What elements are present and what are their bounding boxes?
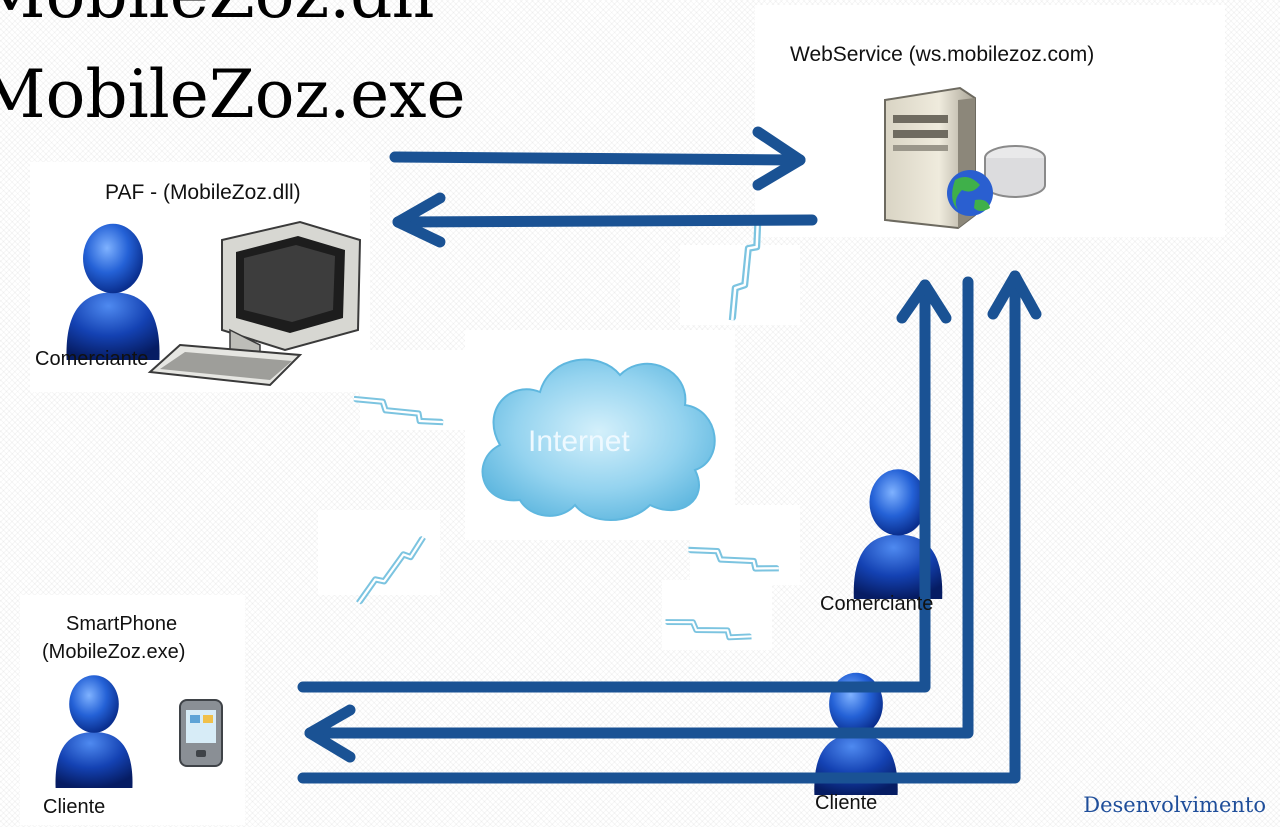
server-icon (884, 86, 1046, 230)
slide-title-line-2: MobileZoz.exe (0, 56, 466, 133)
arrow-paf-to-webservice-line (389, 151, 806, 166)
internet-label: Internet (528, 425, 630, 458)
arrow-webservice-to-paf-head (392, 192, 446, 248)
lightning-panel-2 (360, 350, 465, 430)
arrow-webservice-to-smartphone (304, 276, 974, 739)
arrow-webservice-to-smartphone-head (304, 704, 356, 763)
smartphone-label-line-2: (MobileZoz.exe) (42, 641, 186, 663)
arrow-smartphone-to-webservice-2-head (987, 270, 1042, 320)
flow-arrows (297, 126, 1042, 784)
lightning-icon (345, 537, 437, 603)
arrow-smartphone-to-webservice-1 (297, 279, 931, 693)
arrow-paf-to-webservice-head (752, 126, 806, 191)
desktop-computer-icon (147, 220, 362, 387)
comerciante-left-label: Comerciante (35, 348, 149, 370)
lightning-icon (703, 221, 788, 320)
lightning-icon (354, 373, 443, 449)
arrow-smartphone-to-webservice-1-head (896, 279, 952, 324)
smartphone-label-line-1: SmartPhone (66, 613, 178, 635)
smartphone-icon (179, 699, 223, 767)
cliente-left-label: Cliente (43, 796, 106, 818)
lightning-panel-5 (662, 580, 772, 650)
slide-title-line-1: MobileZoz.dll (0, 0, 435, 28)
footer-text: Desenvolvimento (1083, 793, 1266, 817)
lightning-icon (688, 522, 778, 595)
cliente-right-label: Cliente (815, 792, 878, 814)
comerciante-right-label: Comerciante (820, 593, 934, 615)
lightning-panel-4 (690, 505, 800, 585)
webservice-label: WebService (ws.mobilezoz.com) (790, 43, 1095, 66)
cliente-left-user-icon (55, 675, 133, 788)
paf-label: PAF - (MobileZoz.dll) (105, 181, 301, 204)
arrow-webservice-to-paf-line (392, 214, 818, 228)
cloud-icon (481, 358, 716, 521)
comerciante-left-user-icon (66, 223, 160, 360)
lightning-icon (665, 596, 751, 663)
arrow-smartphone-to-webservice-2 (297, 270, 1021, 784)
